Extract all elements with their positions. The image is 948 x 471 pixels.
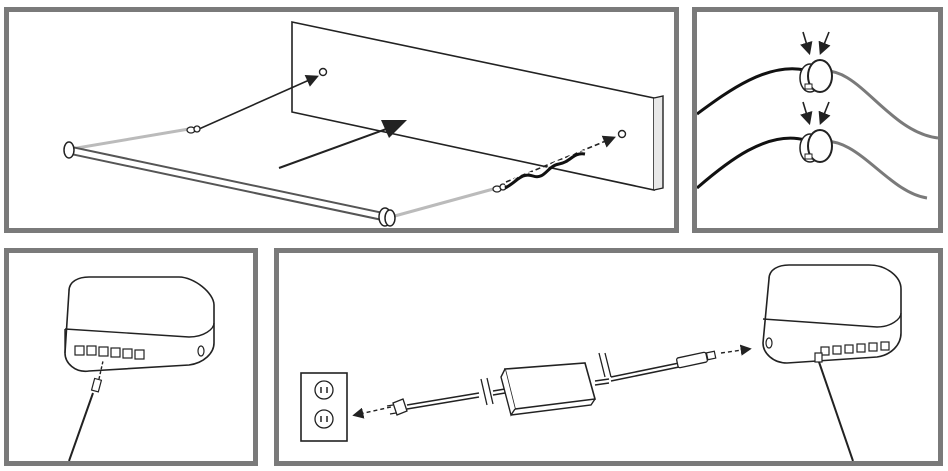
cable-plug bbox=[814, 352, 854, 461]
screw-hole-left bbox=[318, 67, 328, 77]
connector-plug-top bbox=[799, 59, 833, 93]
panel-mount-light-bar bbox=[4, 7, 679, 233]
port-row bbox=[820, 341, 890, 356]
press-arrow-top-right bbox=[818, 31, 831, 55]
wall-panel bbox=[291, 21, 664, 191]
cable-plug bbox=[68, 377, 103, 461]
port-row bbox=[74, 345, 145, 360]
panel-connect-power bbox=[274, 248, 943, 466]
usb-arrow bbox=[720, 344, 752, 356]
connector-plug-bottom bbox=[799, 129, 833, 163]
mount-illustration bbox=[63, 21, 664, 227]
press-arrow-bottom-right bbox=[818, 101, 831, 125]
direction-arrow bbox=[278, 120, 407, 169]
cable-gray-bottom bbox=[818, 139, 928, 200]
bracket-left bbox=[70, 127, 190, 151]
power-illustration bbox=[300, 264, 902, 461]
mounting-clip-right bbox=[492, 183, 507, 193]
connector-illustration bbox=[697, 31, 938, 200]
screw-hole-right bbox=[617, 129, 627, 139]
power-plug bbox=[386, 398, 408, 416]
wall-outlet bbox=[300, 372, 348, 442]
mounting-clip-left bbox=[186, 125, 201, 134]
arrow-to-left-hole bbox=[198, 75, 319, 130]
panel-connect-plugs bbox=[692, 7, 943, 233]
cable-gray-top bbox=[818, 69, 938, 140]
power-adapter bbox=[500, 362, 597, 417]
junction-box bbox=[762, 264, 902, 364]
cable bbox=[504, 152, 586, 190]
insert-arrow bbox=[98, 360, 104, 380]
light-bar bbox=[63, 141, 396, 227]
press-arrow-bottom-left bbox=[800, 101, 813, 126]
cable-dark-top bbox=[697, 67, 806, 116]
hub-illustration bbox=[64, 276, 215, 461]
panel-plug-into-hub bbox=[4, 248, 258, 466]
cable-dark-bottom bbox=[697, 136, 806, 190]
bracket-right bbox=[390, 186, 498, 219]
plug-arrow bbox=[352, 406, 392, 419]
press-arrow-top-left bbox=[800, 31, 813, 56]
usb-plug bbox=[676, 350, 717, 369]
